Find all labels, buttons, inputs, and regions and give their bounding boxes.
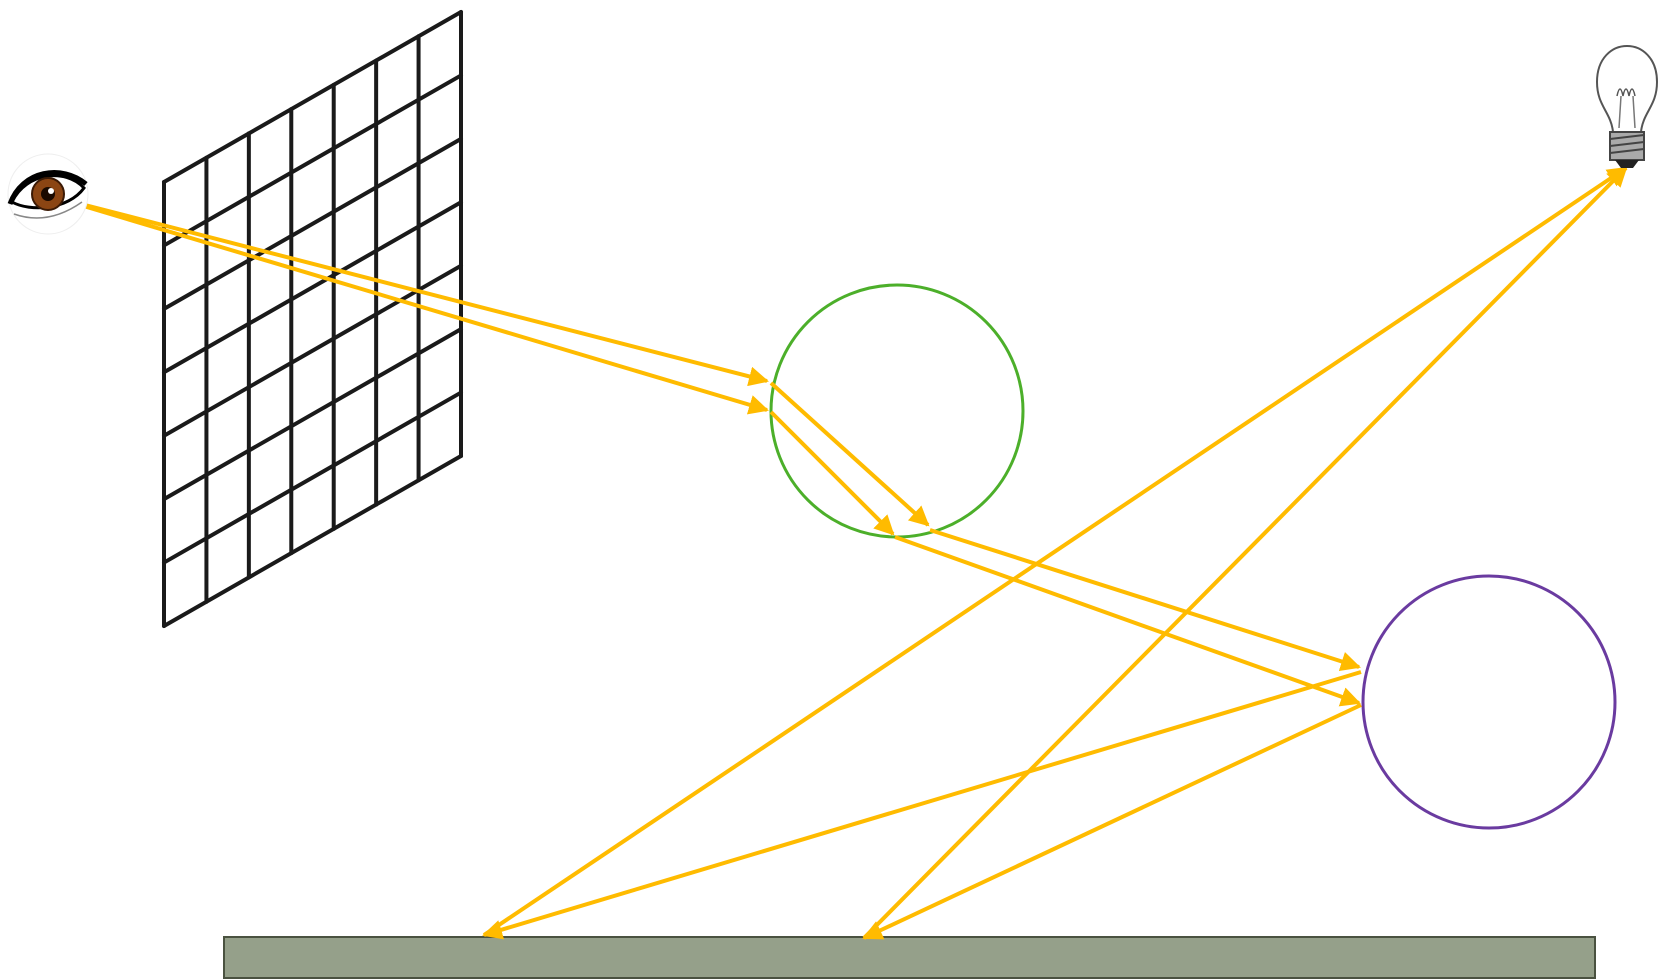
eye-icon [8,154,88,234]
shadow-ray [864,168,1626,938]
grid-line-horizontal [164,202,461,372]
refracted-ray [771,412,893,534]
shadow-ray [484,168,1626,935]
secondary-ray [895,537,1359,703]
grid-line-horizontal [164,75,461,245]
grid-line-horizontal [164,456,461,626]
grid-line-horizontal [164,12,461,182]
light-bulb-icon [1597,46,1657,168]
primary-ray [50,196,767,410]
grid-line-horizontal [164,329,461,499]
sphere-purple [1363,576,1615,828]
grid-line-horizontal [164,139,461,309]
floor-plane [224,937,1595,978]
refracted-ray [771,383,928,525]
bounce-ray [864,705,1361,938]
primary-ray [50,196,767,381]
bounce-ray [484,672,1361,935]
rays [50,168,1626,938]
secondary-ray [930,530,1359,667]
image-plane-grid [164,12,461,626]
grid-line-horizontal [164,393,461,563]
